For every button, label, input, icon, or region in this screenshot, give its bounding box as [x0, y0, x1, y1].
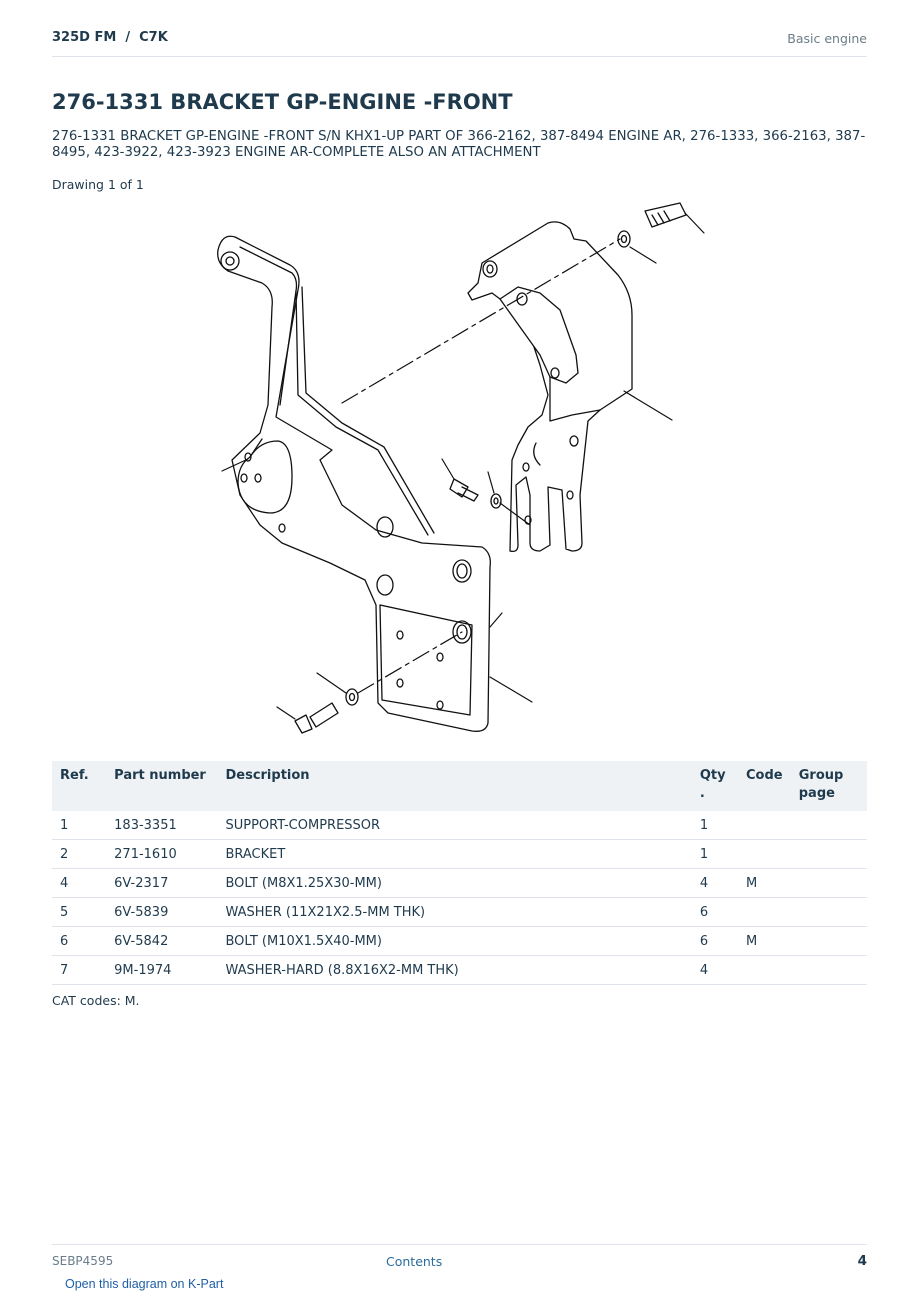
cell-group-page: [790, 897, 867, 927]
cell-part-number: 6V-5842: [106, 926, 218, 956]
table-row: 7 9M-1974 WASHER-HARD (8.8X16X2-MM THK) …: [52, 955, 867, 985]
fasteners: [294, 202, 687, 734]
col-code: Code: [737, 761, 791, 811]
cell-part-number: 6V-2317: [106, 868, 218, 898]
bracket-plate: [217, 235, 491, 732]
leader-lines: [221, 212, 705, 720]
cell-description: WASHER-HARD (8.8X16X2-MM THK): [217, 955, 692, 985]
table-row: 5 6V-5839 WASHER (11X21X2.5-MM THK) 6: [52, 897, 867, 927]
cell-ref: 1: [52, 811, 107, 840]
table-row: 2 271-1610 BRACKET 1: [52, 839, 867, 869]
table-header-row: Ref. Part number Description Qty . Code …: [52, 761, 867, 811]
col-part-number: Part number: [106, 761, 218, 811]
cell-code: M: [737, 868, 791, 898]
cell-group-page: [790, 926, 867, 956]
exploded-parts-diagram: [217, 202, 705, 734]
cell-code: [737, 955, 791, 985]
cell-code: [737, 811, 791, 840]
cell-qty: 6: [691, 926, 738, 956]
cell-qty: 6: [691, 897, 738, 927]
section-name: Basic engine: [787, 31, 867, 46]
cell-group-page: [790, 868, 867, 898]
cell-ref: 5: [52, 897, 107, 927]
col-group-page: Group page: [790, 761, 867, 811]
cell-code: M: [737, 926, 791, 956]
open-in-kpart-link[interactable]: Open this diagram on K-Part: [65, 1277, 224, 1291]
cell-qty: 1: [691, 839, 738, 869]
col-qty: Qty .: [691, 761, 738, 811]
cell-qty: 4: [691, 868, 738, 898]
cell-group-page: [790, 839, 867, 869]
cell-qty: 4: [691, 955, 738, 985]
cell-part-number: 9M-1974: [106, 955, 218, 985]
cell-code: [737, 839, 791, 869]
contents-link[interactable]: Contents: [386, 1254, 443, 1269]
cell-ref: 4: [52, 868, 107, 898]
cell-part-number: 6V-5839: [106, 897, 218, 927]
table-row: 4 6V-2317 BOLT (M8X1.25X30-MM) 4 M: [52, 868, 867, 898]
document-id: SEBP4595: [52, 1254, 114, 1268]
cell-ref: 7: [52, 955, 107, 985]
cell-description: BOLT (M8X1.25X30-MM): [217, 868, 692, 898]
cell-description: BOLT (M10X1.5X40-MM): [217, 926, 692, 956]
cell-part-number: 271-1610: [106, 839, 218, 869]
cat-codes-note: CAT codes: M.: [52, 993, 140, 1008]
cell-description: BRACKET: [217, 839, 692, 869]
cell-group-page: [790, 811, 867, 840]
cell-description: SUPPORT-COMPRESSOR: [217, 811, 692, 840]
page-title: 276-1331 BRACKET GP-ENGINE -FRONT: [52, 90, 513, 114]
cell-ref: 2: [52, 839, 107, 869]
page-number: 4: [857, 1253, 867, 1269]
model-breadcrumb: 325D FM / C7K: [52, 30, 168, 45]
page-footer: SEBP4595 Contents 4: [52, 1244, 867, 1273]
cell-description: WASHER (11X21X2.5-MM THK): [217, 897, 692, 927]
col-ref: Ref.: [52, 761, 107, 811]
table-row: 6 6V-5842 BOLT (M10X1.5X40-MM) 6 M: [52, 926, 867, 956]
part-description: 276-1331 BRACKET GP-ENGINE -FRONT S/N KH…: [52, 129, 866, 160]
cell-ref: 6: [52, 926, 107, 956]
parts-table: Ref. Part number Description Qty . Code …: [52, 761, 867, 985]
cell-code: [737, 897, 791, 927]
cell-qty: 1: [691, 811, 738, 840]
drawing-label: Drawing 1 of 1: [52, 177, 144, 192]
col-description: Description: [217, 761, 692, 811]
cell-part-number: 183-3351: [106, 811, 218, 840]
cell-group-page: [790, 955, 867, 985]
page-header: 325D FM / C7K Basic engine: [52, 28, 867, 57]
table-row: 1 183-3351 SUPPORT-COMPRESSOR 1: [52, 811, 867, 840]
